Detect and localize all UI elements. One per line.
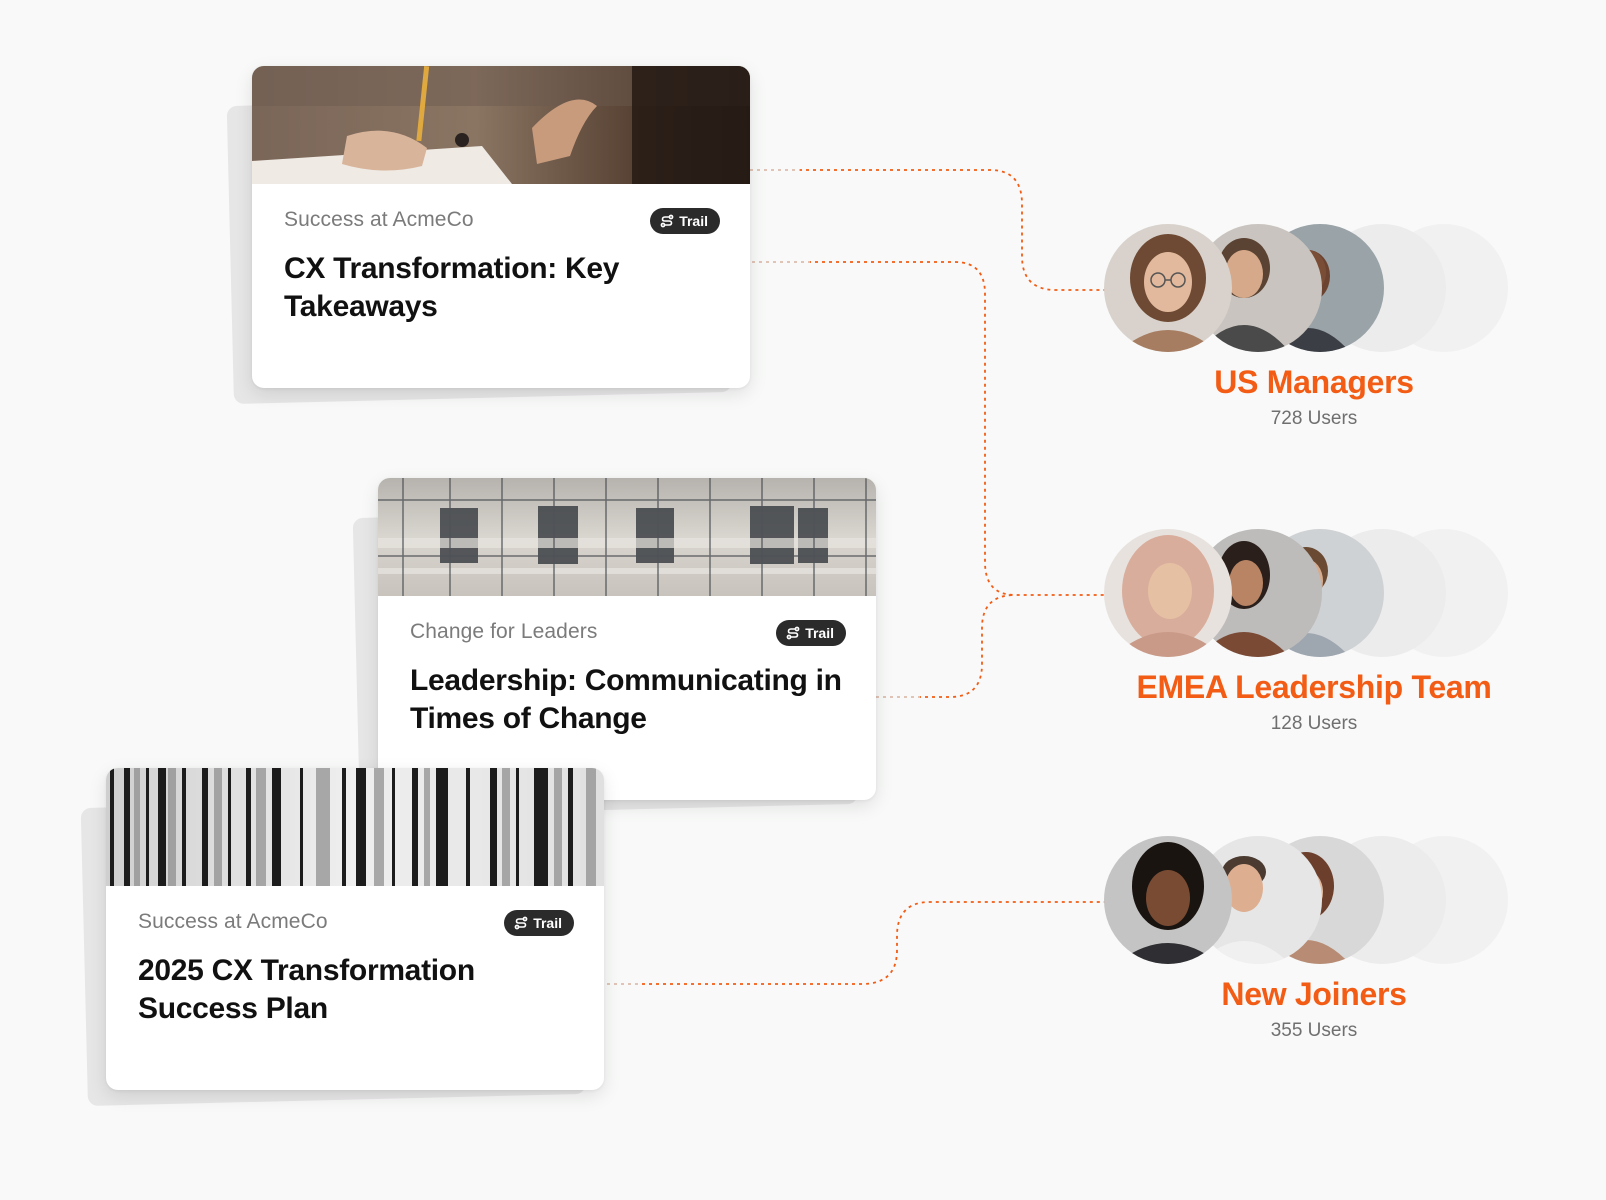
trail-card-cx-transformation[interactable]: Success at AcmeCo Trail CX Transformatio…	[226, 66, 750, 405]
avatar	[1104, 224, 1232, 352]
trail-badge: Trail	[776, 620, 846, 646]
group-name: New Joiners	[1221, 976, 1407, 1012]
avatar-stack	[1104, 836, 1524, 964]
trail-badge: Trail	[504, 910, 574, 936]
trail-badge-label: Trail	[805, 625, 834, 641]
avatar	[1104, 836, 1232, 964]
audience-group-new-joiners[interactable]: New Joiners 355 Users	[1104, 836, 1524, 1046]
avatar-stack	[1104, 529, 1524, 657]
route-icon	[786, 626, 800, 640]
group-name: US Managers	[1214, 364, 1414, 400]
trail-badge-label: Trail	[679, 213, 708, 229]
trail-badge: Trail	[650, 208, 720, 234]
group-name: EMEA Leadership Team	[1136, 669, 1492, 705]
connector-card2-emea	[876, 594, 1016, 698]
card-category: Change for Leaders	[410, 620, 598, 643]
route-icon	[660, 214, 674, 228]
group-user-count: 355 Users	[1270, 1020, 1358, 1041]
avatar-stack	[1104, 224, 1524, 352]
card-body[interactable]: Change for Leaders Trail Leadership: Com…	[378, 478, 876, 800]
trail-card-leadership-communicating[interactable]: Change for Leaders Trail Leadership: Com…	[352, 478, 876, 816]
card-category: Success at AcmeCo	[284, 208, 474, 231]
card-body[interactable]: Success at AcmeCo Trail CX Transformatio…	[252, 66, 750, 388]
route-icon	[514, 916, 528, 930]
card-title: Leadership: Communicating in Times of Ch…	[410, 664, 842, 735]
connector-card3-new-joiners	[558, 901, 1122, 985]
trail-badge-label: Trail	[533, 915, 562, 931]
connector-card1-us-managers	[750, 169, 1120, 291]
audience-group-emea-leadership[interactable]: EMEA Leadership Team 128 Users	[1104, 529, 1524, 739]
group-user-count: 128 Users	[1270, 713, 1358, 734]
card-title: 2025 CX Transformation Success Plan	[138, 954, 475, 1025]
audience-group-us-managers[interactable]: US Managers 728 Users	[1104, 224, 1524, 434]
card-category: Success at AcmeCo	[138, 910, 328, 933]
card-cover-image	[378, 478, 876, 596]
card-cover-image	[252, 66, 750, 184]
trail-card-2025-success-plan[interactable]: Success at AcmeCo Trail 2025 CX Transfor…	[80, 768, 604, 1106]
avatar	[1104, 529, 1232, 657]
group-user-count: 728 Users	[1270, 408, 1358, 429]
card-body[interactable]: Success at AcmeCo Trail 2025 CX Transfor…	[106, 768, 604, 1090]
card-title: CX Transformation: Key Takeaways	[284, 252, 620, 323]
card-cover-image	[106, 768, 604, 886]
